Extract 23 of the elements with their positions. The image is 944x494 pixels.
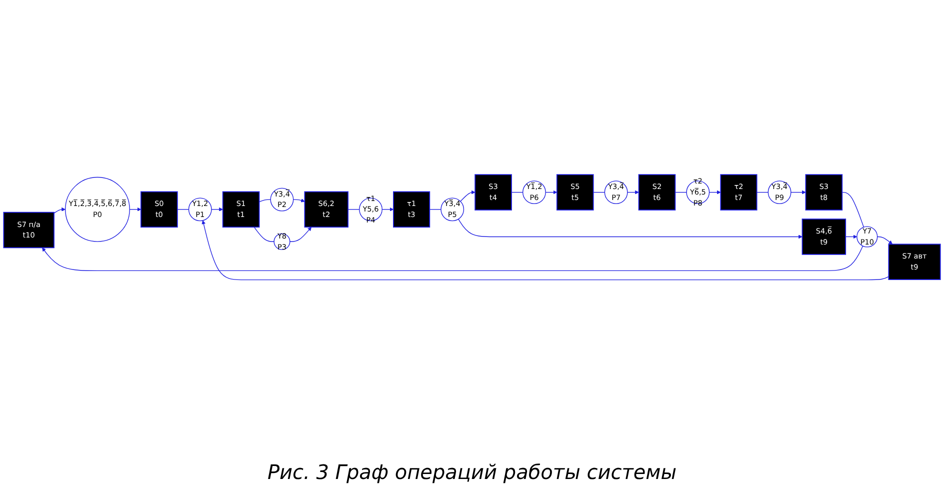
arrow [460, 190, 476, 202]
connector [348, 208, 360, 210]
figure-caption: Рис. 3 Граф операций работы системы [267, 460, 677, 484]
arrow [708, 190, 721, 194]
arrow [293, 198, 305, 202]
connector [177, 208, 190, 210]
arrow [458, 218, 802, 239]
connector [842, 192, 864, 228]
arrow [54, 207, 66, 214]
arrow [790, 190, 806, 194]
arrow [290, 226, 312, 242]
arrow [202, 220, 889, 280]
connector [429, 208, 442, 210]
arrow [129, 207, 142, 212]
arrow [877, 236, 893, 244]
arrow [42, 245, 864, 271]
arrow [627, 190, 639, 194]
arrow [545, 190, 558, 194]
arrow [382, 207, 394, 212]
connector [254, 226, 274, 242]
arrow [211, 207, 223, 212]
connector [258, 199, 271, 202]
arrow [845, 234, 858, 239]
